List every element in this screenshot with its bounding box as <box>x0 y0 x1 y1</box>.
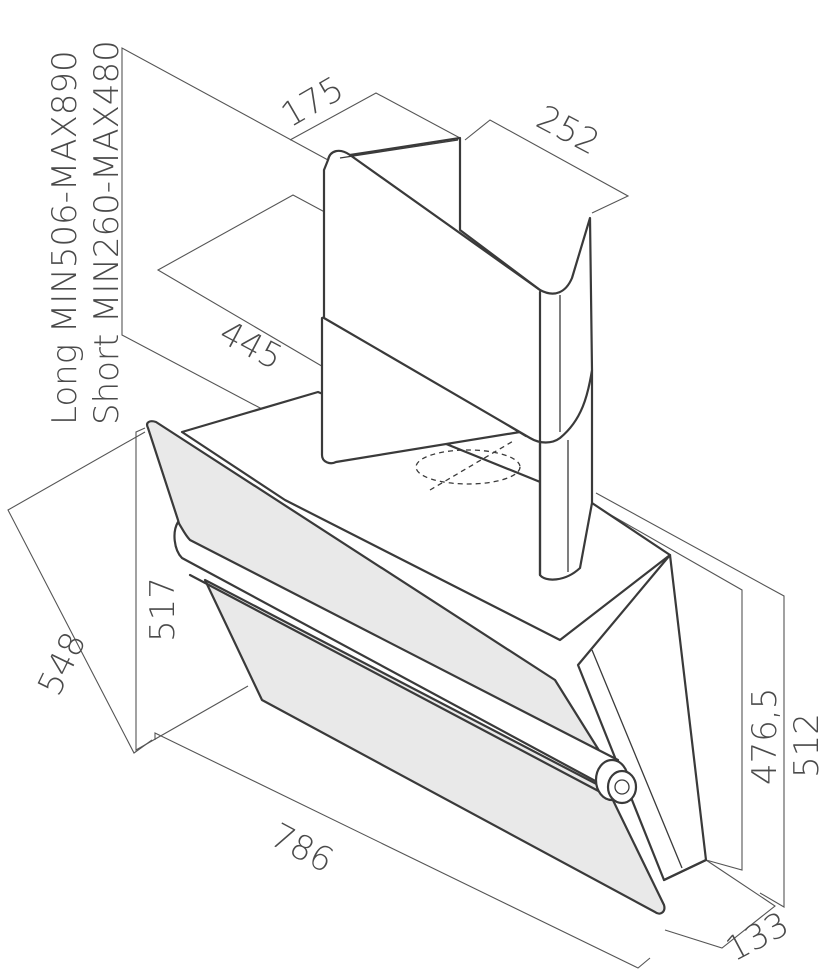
duct-upper-front-edge <box>348 153 542 292</box>
glass-height-label: 517 <box>143 577 183 642</box>
duct-top-edge <box>339 139 459 159</box>
glass-height-dimension-line <box>135 427 249 751</box>
duct-depth-dimension-line <box>289 92 461 141</box>
hood-width-label: 786 <box>264 816 340 882</box>
hood-side-inner-edge <box>591 649 683 869</box>
duct-depth-label: 175 <box>275 69 351 136</box>
body-height-label: 476,5 <box>745 688 785 785</box>
duct-width-label: 252 <box>530 98 606 164</box>
duct-length-short-label: Short MIN260-MAX480 <box>87 40 127 425</box>
chimney-duct <box>320 136 594 581</box>
control-knob-icon <box>594 758 638 805</box>
total-height-label: 512 <box>787 713 824 778</box>
body-height-dimension-line <box>589 502 743 871</box>
glass-depth-dimension-line <box>7 431 153 754</box>
dimension-labels: Long MIN506-MAX890 Short MIN260-MAX480 1… <box>30 40 824 970</box>
body-depth-dimension-line <box>664 859 776 949</box>
motor-outlet-ellipse <box>415 449 521 485</box>
hood-bottom-edge <box>662 858 708 882</box>
dimension-lines <box>7 47 785 969</box>
lower-glass-panel <box>203 578 666 915</box>
duct-length-long-label: Long MIN506-MAX890 <box>45 50 85 425</box>
total-height-dimension-line <box>595 492 785 908</box>
body-depth-label: 133 <box>719 904 795 970</box>
duct-width-dimension-line <box>464 119 630 214</box>
glass-front <box>146 420 666 915</box>
duct-height-dimension-line <box>121 47 331 446</box>
hood-width-dimension-line <box>154 732 651 969</box>
bracket-width-label: 445 <box>213 313 289 379</box>
motor-outlet-axis <box>429 439 516 491</box>
duct-upper-section <box>322 136 594 444</box>
glass-depth-label: 548 <box>30 626 94 702</box>
frame-bar-lower-edge <box>188 573 608 797</box>
